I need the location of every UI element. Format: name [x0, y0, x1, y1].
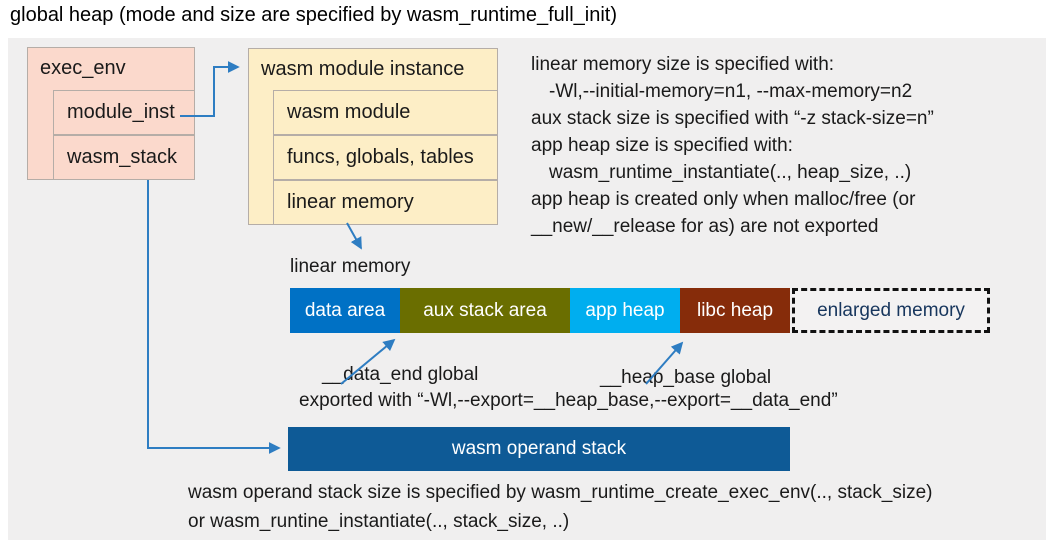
exec-env-header: exec_env [40, 57, 126, 79]
info-line: app heap size is specified with: [531, 135, 793, 156]
info-text-block: linear memory size is specified with: -W… [531, 51, 1043, 240]
exec-env-row-module-inst: module_inst [53, 90, 195, 135]
segment-app-heap: app heap [570, 288, 680, 333]
footer-line: or wasm_runtine_instantiate(.., stack_si… [188, 511, 570, 532]
segment-libc-heap: libc heap [680, 288, 790, 333]
info-line: __new/__release for as) are not exported [531, 216, 879, 237]
segment-aux-stack-area: aux stack area [400, 288, 570, 333]
footer-note: wasm operand stack size is specified by … [188, 478, 1048, 536]
info-line: -Wl,--initial-memory=n1, --max-memory=n2 [549, 81, 913, 102]
module-instance-row-funcs-globals-tables: funcs, globals, tables [273, 135, 498, 180]
exec-env-row-wasm-stack: wasm_stack [53, 135, 195, 180]
linear-memory-label: linear memory [290, 256, 411, 277]
module-instance-row-wasm-module: wasm module [273, 90, 498, 135]
module-instance-header: wasm module instance [261, 57, 465, 80]
segment-data-area: data area [290, 288, 400, 333]
operand-stack-box: wasm operand stack [288, 427, 790, 471]
data-end-global-label: __data_end global [322, 364, 479, 385]
heap-base-global-label: __heap_base global [600, 367, 772, 388]
info-line: linear memory size is specified with: [531, 54, 835, 75]
page-title: global heap (mode and size are specified… [10, 4, 617, 26]
info-line: aux stack size is specified with “-z sta… [531, 108, 934, 129]
module-instance-row-linear-memory: linear memory [273, 180, 498, 225]
export-note: exported with “-Wl,--export=__heap_base,… [299, 390, 838, 411]
info-line: wasm_runtime_instantiate(.., heap_size, … [549, 162, 912, 183]
info-line: app heap is created only when malloc/fre… [531, 189, 916, 210]
footer-line: wasm operand stack size is specified by … [188, 482, 933, 503]
segment-enlarged-memory: enlarged memory [792, 288, 990, 333]
